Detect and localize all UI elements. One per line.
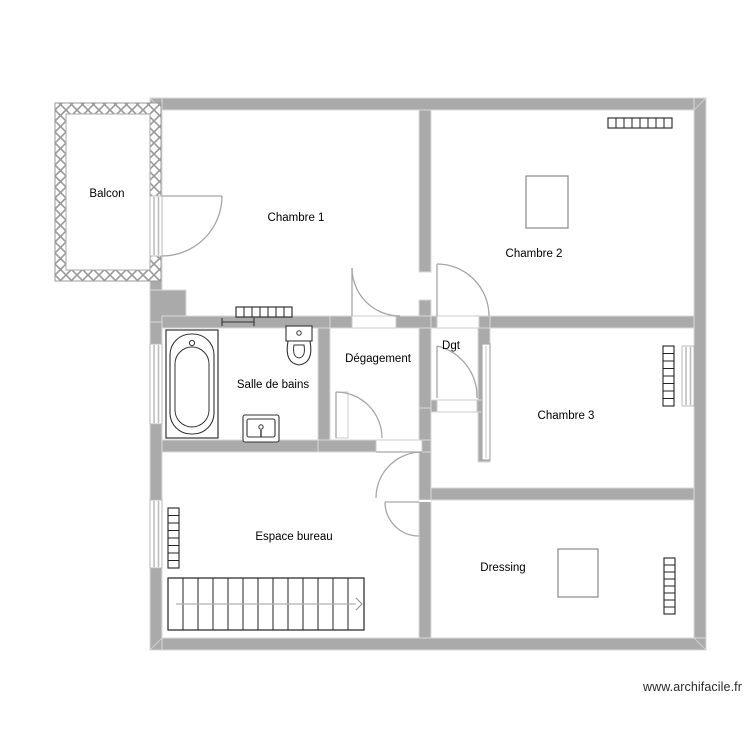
walls-layer — [149, 97, 707, 651]
door-swing-salle-de-bains — [335, 391, 383, 439]
room-label-espace-bureau: Espace bureau — [255, 531, 332, 543]
openings-layer — [149, 195, 695, 569]
room-label-dgt: Dgt — [442, 340, 461, 352]
toilet — [285, 325, 313, 366]
balcony-structure — [54, 102, 162, 282]
wall-interior-h-bureau-top-a — [161, 439, 319, 453]
towel-rail — [221, 318, 255, 326]
wall-interior-v-bath-degagement — [317, 327, 331, 441]
radiator-chambre-3 — [662, 345, 675, 407]
window-balcon — [149, 195, 163, 257]
wall-interior-v-degagement-dgt — [418, 327, 432, 409]
window-chambre-3 — [681, 345, 695, 407]
door-opening-bureau-a — [375, 439, 423, 453]
wall-interior-v-degagement-dgt-b — [418, 407, 432, 441]
furniture-square-chambre-2 — [525, 175, 569, 229]
wall-interior-h-chambre3-top — [489, 315, 695, 329]
room-label-dressing: Dressing — [480, 562, 525, 574]
radiator-chambre-2 — [607, 117, 673, 129]
door-opening-dgt-bottom — [436, 399, 478, 413]
furniture-square-dressing — [557, 548, 599, 598]
door-opening-dgt-top — [436, 315, 480, 329]
wall-exterior-bottom — [149, 637, 707, 651]
wall-interior-v-bureau-dressing-a — [418, 451, 432, 501]
staircase-direction-arrow — [176, 597, 363, 611]
sliding-door-chambre-3 — [481, 343, 491, 461]
door-opening-bureau-b — [419, 500, 431, 502]
wall-exterior-left-d — [149, 423, 163, 501]
room-label-chambre-2: Chambre 2 — [506, 248, 563, 260]
room-label-degagement: Dégagement — [345, 353, 412, 365]
room-label-chambre-1: Chambre 1 — [268, 212, 325, 224]
door-opening-degagement-bottom — [335, 391, 349, 439]
window-espace-bureau — [149, 499, 163, 569]
wall-interior-v-chambre1-2 — [418, 109, 432, 273]
room-label-salle-de-bains: Salle de bains — [237, 379, 309, 391]
door-swing-dgt — [436, 345, 478, 399]
staircase — [167, 577, 365, 631]
door-swing-bureau-top — [375, 451, 423, 499]
door-swing-chambre-1 — [351, 267, 401, 317]
door-swing-bureau-dressing — [384, 501, 420, 537]
wall-exterior-top — [149, 97, 707, 111]
door-swing-chambre-2 — [436, 263, 490, 317]
room-label-chambre-3: Chambre 3 — [538, 410, 595, 422]
door-opening-degagement-top — [351, 315, 397, 329]
wall-exterior-right — [693, 97, 707, 651]
wall-exterior-left-e — [149, 567, 163, 651]
wall-interior-v-bureau-dressing-b — [418, 499, 432, 639]
balcony-floor — [65, 113, 151, 271]
room-labels-layer: Balcon Chambre 1 Chambre 2 Salle de bain… — [89, 188, 594, 574]
wall-exterior-left-c — [149, 321, 163, 345]
radiator-espace-bureau — [167, 507, 180, 569]
watermark-archifacile: www.archifacile.fr — [642, 680, 742, 694]
bathtub — [165, 329, 219, 439]
radiator-salle-de-bains — [235, 306, 293, 318]
door-swing-balcon — [161, 195, 223, 257]
radiator-dressing — [663, 557, 676, 615]
room-label-balcon: Balcon — [89, 188, 124, 200]
window-salle-de-bains — [149, 343, 163, 425]
wall-interior-h-chambre3-bottom — [430, 487, 695, 501]
washbasin — [242, 414, 280, 443]
